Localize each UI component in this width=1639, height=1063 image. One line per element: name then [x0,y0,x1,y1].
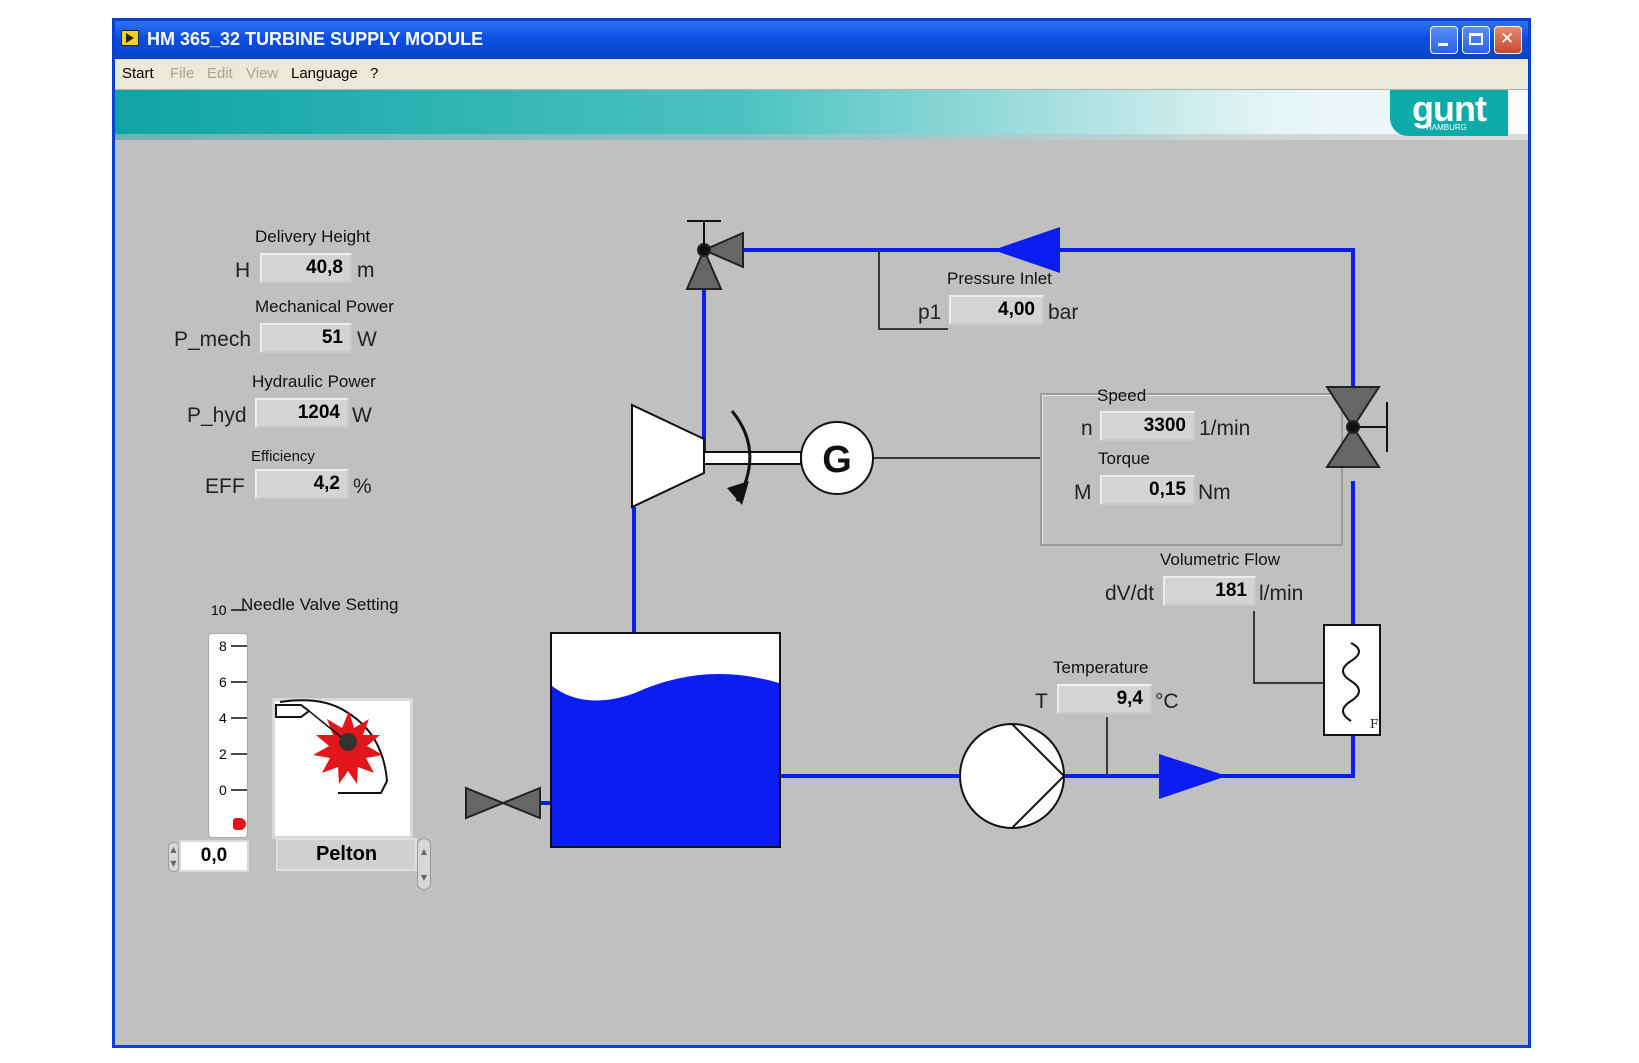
volumetric-flow-symbol: dV/dt [1105,582,1155,605]
mechanical-power-label: Mechanical Power [255,297,394,316]
header-banner: gunt HAMBURG [115,88,1528,140]
scale-tick-2: 2 [219,746,227,762]
throttle-valve-icon [685,220,744,290]
pelton-wheel-icon [275,699,389,794]
heat-exchanger-label: F [1370,717,1378,731]
scale-tick-8: 8 [219,638,227,654]
banner-shadow [115,134,1528,140]
menu-help[interactable]: ? [370,65,379,82]
turbine-type-spinner[interactable]: ▲▼ [417,838,431,890]
pressure-inlet-value: 4,00 [949,295,1044,325]
torque-symbol: M [1074,481,1092,504]
speed-value: 3300 [1100,411,1195,441]
mechanical-power-value: 51 [260,323,352,353]
hydraulic-power-symbol: P_hyd [187,404,247,427]
speed-unit: 1/min [1199,417,1251,440]
menu-language[interactable]: Language [291,65,358,82]
hydraulic-power-label: Hydraulic Power [252,372,376,391]
needle-valve-spinner[interactable]: ▲▼ [168,842,179,872]
mechanical-power-symbol: P_mech [174,328,252,351]
app-icon [121,30,139,46]
pressure-inlet-unit: bar [1048,301,1079,324]
pipe-valve-to-top [743,248,1355,406]
window-title: HM 365_32 TURBINE SUPPLY MODULE [147,29,484,49]
hydraulic-power-unit: W [352,404,372,427]
turbine-type-selector[interactable]: Pelton [276,838,417,871]
heat-exchanger-icon: F [1323,624,1381,736]
temperature-symbol: T [1035,690,1048,713]
logo-subtext: HAMBURG [1426,123,1467,132]
needle-scale-ticks [231,609,247,791]
speed-symbol: n [1081,417,1093,440]
torque-label: Torque [1098,449,1150,468]
delivery-height-symbol: H [235,259,251,282]
efficiency-label: Efficiency [251,448,315,465]
drain-valve-icon [465,786,541,820]
needle-valve-label: Needle Valve Setting [241,595,399,614]
pump-icon [959,723,1066,829]
menu-view[interactable]: View [246,65,279,82]
generator-icon: G [800,421,874,495]
efficiency-unit: % [353,475,372,498]
hydraulic-power-value: 1204 [255,398,349,428]
menu-bar: Start File Edit View Language ? [115,59,1528,90]
mechanical-power-unit: W [357,328,377,351]
pressure-inlet-symbol: p1 [918,301,942,324]
volumetric-flow-label: Volumetric Flow [1160,550,1280,569]
temperature-unit: °C [1155,690,1179,713]
control-valve-icon [1325,386,1388,468]
scale-tick-10: 10 [211,602,227,618]
signal-line-flow [1253,611,1324,684]
delivery-height-label: Delivery Height [255,227,371,246]
torque-value: 0,15 [1100,475,1195,505]
title-bar[interactable]: HM 365_32 TURBINE SUPPLY MODULE [115,21,1528,59]
gunt-logo: gunt HAMBURG [1390,88,1508,136]
efficiency-value: 4,2 [255,469,349,499]
turbine-icon [631,403,802,509]
needle-valve-slider[interactable] [208,633,248,838]
pressure-inlet-label: Pressure Inlet [947,269,1052,288]
signal-line-pressure [878,250,948,330]
application-window: HM 365_32 TURBINE SUPPLY MODULE Start Fi… [112,18,1531,1048]
volumetric-flow-unit: l/min [1259,582,1304,605]
flow-arrow-bottom [1159,754,1227,799]
menu-start[interactable]: Start [122,65,154,82]
menu-file[interactable]: File [170,65,195,82]
speed-label: Speed [1097,386,1147,405]
delivery-height-value: 40,8 [260,253,352,283]
volumetric-flow-value: 181 [1163,576,1256,606]
temperature-label: Temperature [1053,658,1149,677]
delivery-height-unit: m [357,259,375,282]
scale-tick-4: 4 [219,710,227,726]
pipe-outlet-to-cooler [781,671,1355,778]
water-tank [550,632,781,848]
close-button[interactable] [1494,26,1522,54]
minimize-button[interactable] [1430,26,1458,54]
scale-tick-6: 6 [219,674,227,690]
efficiency-symbol: EFF [205,475,245,498]
temperature-value: 9,4 [1057,684,1152,714]
generator-readout-panel [1040,393,1343,546]
flow-arrow-top [993,227,1060,273]
process-diagram: G F [275,220,1388,848]
logo-text: gunt [1412,88,1487,129]
needle-valve-input[interactable]: 0,0 [179,840,249,872]
menu-edit[interactable]: Edit [207,65,233,82]
maximize-button[interactable] [1462,26,1490,54]
scale-tick-0: 0 [219,782,227,798]
generator-label: G [822,439,852,481]
needle-valve-slider-knob[interactable] [233,818,246,830]
torque-unit: Nm [1198,481,1231,504]
